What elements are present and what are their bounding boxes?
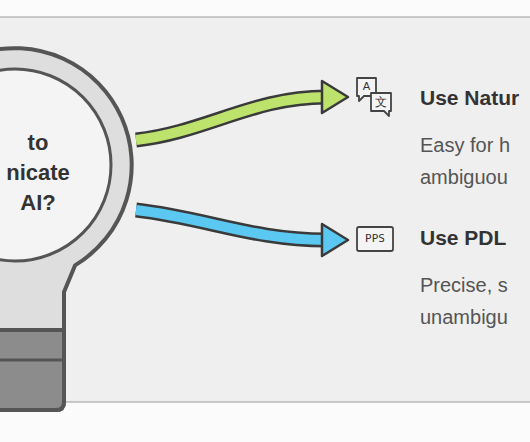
arrow-outline: [136, 97, 326, 140]
arrow-head: [322, 224, 348, 256]
arrow-body: [136, 210, 326, 240]
bulb-question: to nicate AI?: [0, 128, 76, 218]
option-heading: Use PDL: [420, 225, 506, 251]
flow-arrow: [136, 81, 348, 140]
option-heading: Use Natur: [420, 85, 519, 111]
pps-icon: [357, 227, 393, 251]
pps-icon-text: PPS: [357, 229, 393, 249]
lightbulb-node: to nicate AI?: [0, 30, 132, 410]
translate-glyph: 文: [371, 94, 391, 111]
arrow-body: [136, 97, 326, 140]
option-description: Easy for h ambiguou: [420, 129, 526, 193]
flow-arrow: [136, 210, 348, 256]
translate-icon: [357, 78, 391, 116]
bulb-inner-ring: [0, 69, 111, 261]
option-node: Use NaturEasy for h ambiguou: [352, 75, 530, 197]
lightbulb-outline: [0, 30, 140, 420]
socket-ridge: [0, 359, 64, 362]
arrow-head: [322, 81, 348, 113]
arrow-outline: [136, 210, 326, 240]
option-description: Precise, s unambigu: [420, 269, 526, 333]
translate-letter: A: [357, 79, 376, 95]
bulb-socket: [0, 330, 64, 410]
